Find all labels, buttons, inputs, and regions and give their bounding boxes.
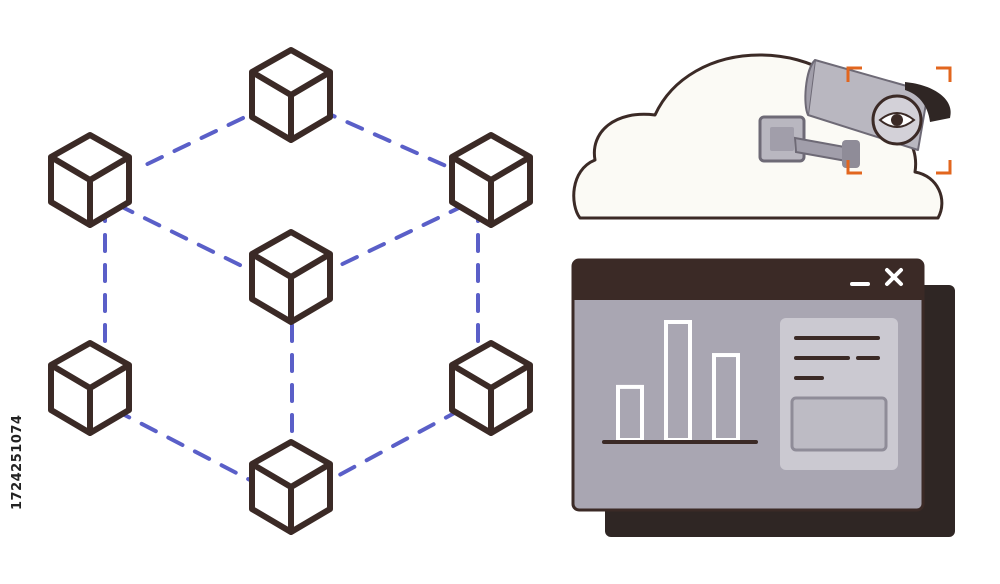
stock-id-label: 1724251074 — [8, 350, 28, 510]
link-top-left — [133, 103, 272, 172]
close-icon[interactable] — [885, 268, 903, 286]
analytics-window — [571, 258, 955, 537]
cube-nodes — [51, 50, 530, 532]
stock-id-text: 1724251074 — [10, 414, 25, 510]
cube-icon — [252, 442, 330, 532]
cube-icon — [252, 232, 330, 322]
security-camera-icon — [758, 59, 952, 175]
text-lines — [794, 336, 880, 380]
cube-icon — [452, 343, 530, 433]
chart-bar — [664, 320, 692, 442]
focus-brackets — [846, 66, 952, 175]
cube-icon — [452, 135, 530, 225]
link-bottom-right — [328, 408, 462, 482]
link-right-center — [328, 203, 467, 272]
cube-icon — [51, 343, 129, 433]
link-left-center — [116, 203, 252, 272]
chart-bar — [712, 353, 740, 443]
info-card-field — [790, 396, 888, 452]
cube-icon — [51, 135, 129, 225]
link-top-right — [318, 108, 457, 172]
chart-bar — [616, 384, 644, 442]
bar-chart — [616, 320, 740, 443]
link-bottom-left — [113, 408, 252, 482]
cube-icon — [252, 50, 330, 140]
network-links — [103, 103, 480, 482]
window-title-bar — [573, 260, 923, 300]
